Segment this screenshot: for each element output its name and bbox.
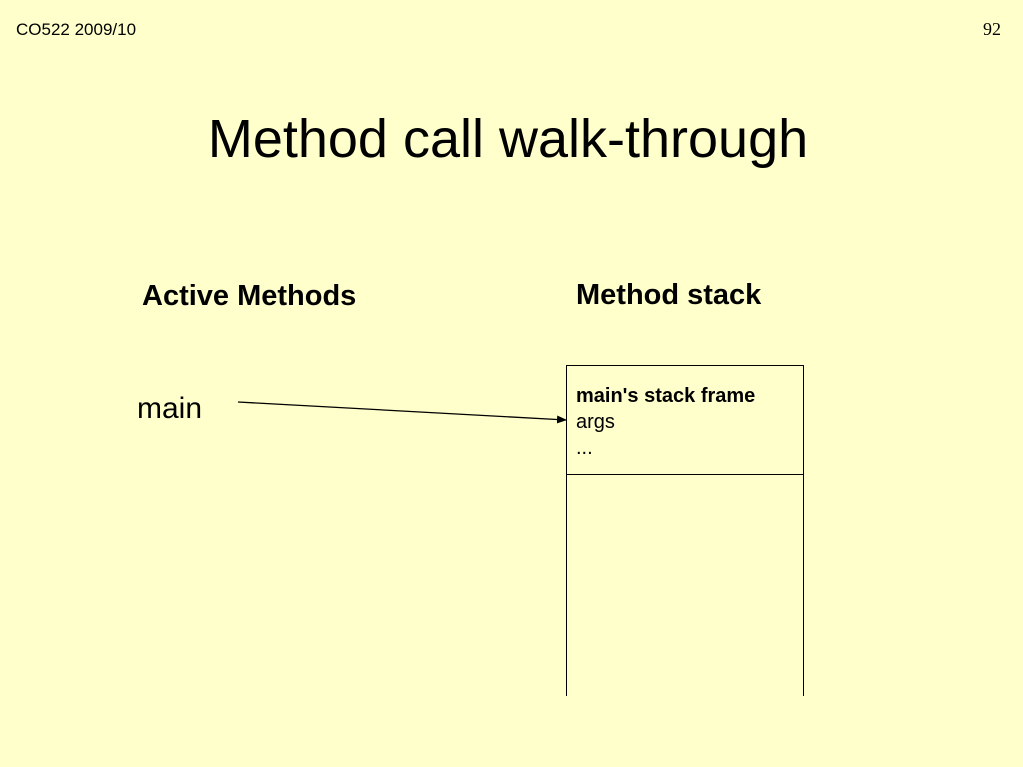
method-stack-box: main's stack frame args ... (566, 365, 804, 696)
stack-frame-ellipsis: ... (576, 437, 593, 459)
method-stack-heading: Method stack (576, 279, 762, 311)
stack-frame-title: main's stack frame (576, 385, 756, 407)
active-method-main: main (137, 392, 203, 425)
active-methods-heading: Active Methods (142, 280, 357, 312)
stack-frame-variable: args (576, 411, 615, 433)
stack-frame-main: main's stack frame args ... (567, 366, 803, 475)
slide-title: Method call walk-through (207, 109, 809, 169)
course-label: CO522 2009/10 (16, 20, 137, 39)
slide-number: 92 (983, 19, 1001, 39)
arrow-line (237, 401, 567, 424)
